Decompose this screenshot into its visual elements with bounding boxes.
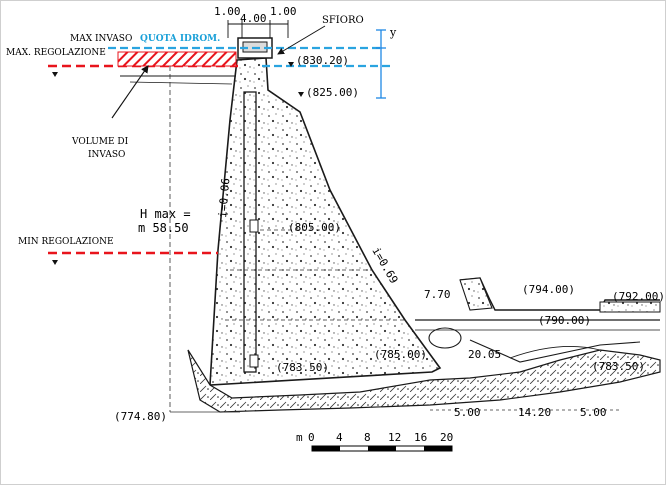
volume-invaso-hatch bbox=[117, 51, 237, 67]
scale-tick: 8 bbox=[364, 431, 371, 444]
scale-tick: 0 bbox=[308, 431, 315, 444]
stilling-basin bbox=[415, 277, 661, 363]
elevation-785: (785.00) bbox=[374, 348, 427, 361]
scale-unit: m bbox=[296, 431, 303, 444]
invaso-label: INVASO bbox=[88, 150, 125, 160]
elevation-774: (774.80) bbox=[114, 410, 167, 423]
scale-tick: 16 bbox=[414, 431, 427, 444]
sfioro-label: SFIORO bbox=[322, 15, 364, 26]
basin-dim-2005: 20.05 bbox=[468, 348, 501, 361]
max-invaso-label: MAX INVASO bbox=[70, 34, 132, 44]
elevation-783-left: (783.50) bbox=[276, 361, 329, 374]
bottom-dim-500b: 5.00 bbox=[580, 406, 607, 419]
bottom-dim-500a: 5.00 bbox=[454, 406, 481, 419]
dam-body bbox=[209, 37, 442, 386]
hmax-label: H max = bbox=[140, 207, 191, 221]
min-regolazione-label: MIN REGOLAZIONE bbox=[18, 237, 114, 247]
elevation-825: (825.00) bbox=[306, 86, 359, 99]
sfioro-leader bbox=[277, 25, 326, 55]
upstream-slope-label: i=0.06 bbox=[216, 178, 232, 219]
volume-invaso-leader bbox=[111, 65, 149, 119]
y-marker-label: y bbox=[389, 26, 397, 39]
max-regolazione-label: MAX. REGOLAZIONE bbox=[6, 48, 106, 58]
bottom-dim-1420: 14.20 bbox=[518, 406, 551, 419]
shaft-gallery-bottom bbox=[249, 354, 259, 368]
scale-tick: 12 bbox=[388, 431, 401, 444]
crest-dim-right: 1.00 bbox=[270, 5, 297, 18]
shaft-gallery-mid bbox=[249, 219, 259, 233]
volume-di-label: VOLUME DI bbox=[71, 137, 129, 147]
scale-tick: 4 bbox=[336, 431, 343, 444]
elevation-790: (790.00) bbox=[538, 314, 591, 327]
scale-tick: 20 bbox=[440, 431, 453, 444]
quota-idrom-label: QUOTA IDROM. bbox=[140, 34, 220, 44]
hmax-value: m 58.50 bbox=[138, 221, 189, 235]
crest-dim-mid: 4.00 bbox=[240, 12, 267, 25]
elevation-783-right: (783.50) bbox=[592, 360, 645, 373]
elevation-830: (830.20) bbox=[296, 54, 349, 67]
foundation-ground bbox=[187, 349, 661, 413]
elevation-805: (805.00) bbox=[288, 221, 341, 234]
scale-bar: m 0 4 8 12 16 20 bbox=[296, 431, 453, 452]
crest-dim-left: 1.00 bbox=[214, 5, 241, 18]
elevation-792: (792.00) bbox=[612, 290, 665, 303]
basin-dim-770: 7.70 bbox=[424, 288, 451, 301]
elevation-794: (794.00) bbox=[522, 283, 575, 296]
